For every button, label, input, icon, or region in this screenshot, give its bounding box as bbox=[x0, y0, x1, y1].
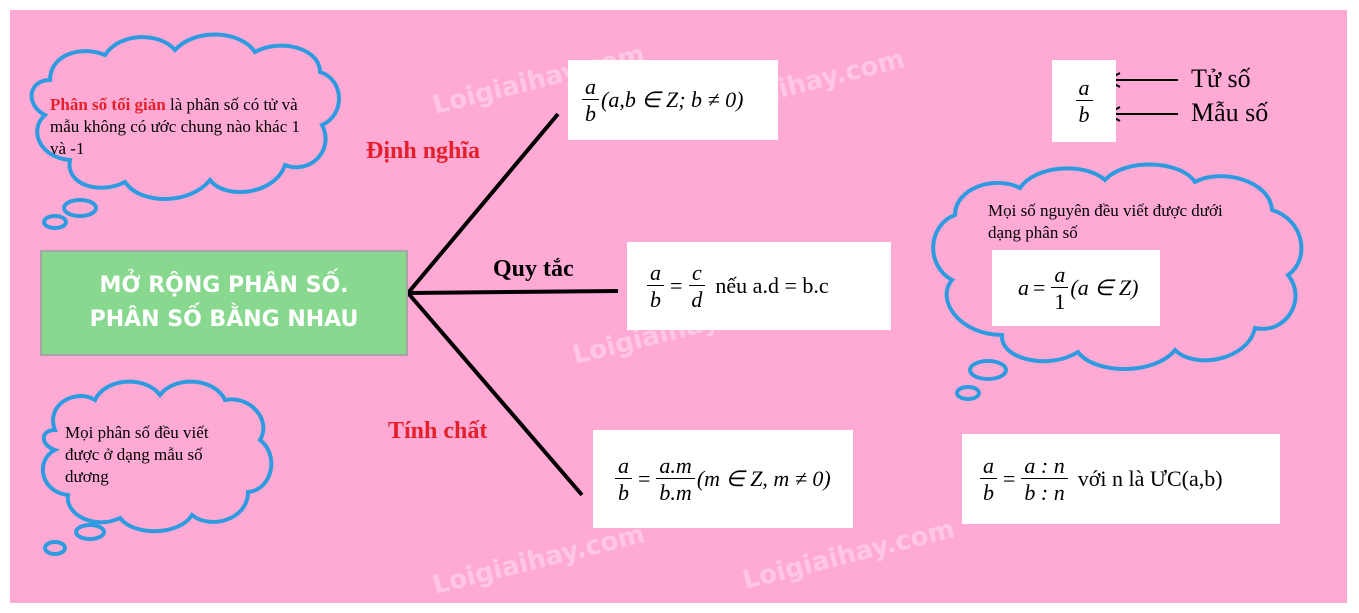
label-numerator: Tử số bbox=[1191, 64, 1251, 93]
definition-condition: (a,b ∈ Z; b ≠ 0) bbox=[601, 87, 744, 112]
formula-property-multiply: a b = a.m b.m (m ∈ Z, m ≠ 0) bbox=[593, 430, 853, 528]
cloud-positive-denominator-text: Mọi phân số đều viết được ở dạng mẫu số … bbox=[65, 423, 209, 486]
branch-label-definition: Định nghĩa bbox=[366, 138, 481, 164]
formula-definition: a b (a,b ∈ Z; b ≠ 0) bbox=[568, 60, 778, 140]
central-topic-line2: PHÂN SỐ BẰNG NHAU bbox=[89, 307, 359, 332]
irreducible-highlight: Phân số tối giản bbox=[50, 95, 166, 114]
cloud-positive-denominator bbox=[40, 379, 274, 556]
central-topic-box: MỞ RỘNG PHÂN SỐ. PHÂN SỐ BẰNG NHAU bbox=[40, 250, 408, 356]
cloud-irreducible-text: Phân số tối giản là phân số có tử và mẫu… bbox=[50, 95, 300, 158]
mindmap-canvas: Loigiaihay.com Loigiaihay.com Loigiaihay… bbox=[10, 10, 1347, 603]
formula-integer-as-fraction: a = a 1 (a ∈ Z) bbox=[992, 250, 1160, 326]
formula-rule: a b = c d nếu a.d = b.c bbox=[627, 242, 891, 330]
branch-line-rule bbox=[407, 289, 619, 295]
cloud-integer-text: Mọi số nguyên đều viết được dưới dạng ph… bbox=[988, 201, 1223, 242]
fraction-a-over-b: a b bbox=[582, 75, 599, 125]
branch-label-property: Tính chất bbox=[388, 418, 488, 444]
branch-label-rule: Quy tắc bbox=[493, 256, 574, 282]
branch-line-definition bbox=[406, 112, 560, 295]
cloud-irreducible bbox=[29, 32, 341, 230]
formula-property-divide: a b = a : n b : n với n là ƯC(a,b) bbox=[962, 434, 1280, 524]
branch-line-property bbox=[406, 291, 584, 497]
label-denominator: Mẫu số bbox=[1191, 98, 1269, 127]
fraction-parts-box: a b bbox=[1052, 60, 1116, 142]
rule-text: nếu a.d = b.c bbox=[715, 273, 829, 298]
central-topic-line1: MỞ RỘNG PHÂN SỐ. bbox=[99, 273, 349, 298]
